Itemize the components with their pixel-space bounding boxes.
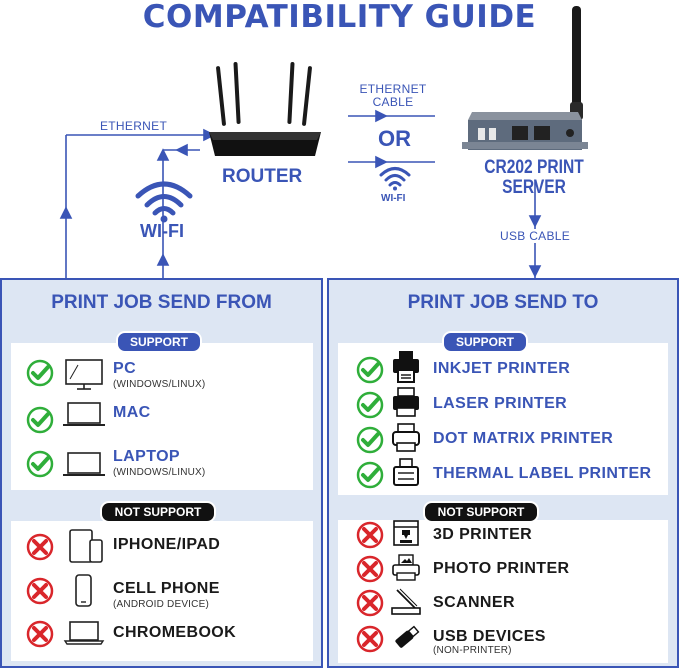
left-support-item-label: MAC <box>113 404 151 421</box>
right-support-item-label: INKJET PRINTER <box>433 360 571 377</box>
tablet-phone-icon <box>69 529 103 563</box>
right-not-support-item-label: USB DEVICES <box>433 628 546 645</box>
cross-icon <box>26 577 54 605</box>
right-not-support-box <box>338 520 668 663</box>
photo-printer-icon <box>392 554 420 581</box>
page-title: COMPATIBILITY GUIDE <box>142 0 537 35</box>
arrow-right <box>203 128 216 142</box>
cross-icon <box>356 625 384 653</box>
arrow-up <box>59 206 73 219</box>
dot-matrix-printer-icon <box>392 423 420 452</box>
ethernet-cable-label: ETHERNET CABLE <box>358 83 428 109</box>
right-not-support-item-label: PHOTO PRINTER <box>433 560 570 577</box>
check-icon <box>356 356 384 384</box>
check-icon <box>356 461 384 489</box>
right-support-badge: SUPPORT <box>442 331 528 353</box>
cross-icon <box>26 620 54 648</box>
wifi-label: WI-FI <box>140 221 184 241</box>
check-icon <box>356 426 384 454</box>
inkjet-printer-icon <box>393 351 419 383</box>
left-support-item-sub: (WINDOWS/LINUX) <box>113 379 206 390</box>
right-not-support-item-label: 3D PRINTER <box>433 526 533 543</box>
check-icon <box>26 359 54 387</box>
monitor-icon <box>65 359 103 390</box>
ethernet-cable-label-line1: ETHERNET <box>359 82 427 96</box>
left-support-item-sub: (WINDOWS/LINUX) <box>113 467 206 478</box>
right-support-item-label: THERMAL LABEL PRINTER <box>433 465 652 482</box>
arrow-up-wifi-lower <box>156 253 170 266</box>
left-support-item-label: LAPTOP <box>113 448 181 465</box>
left-support-badge: SUPPORT <box>116 331 202 353</box>
thermal-printer-icon <box>393 458 419 486</box>
cross-icon <box>356 521 384 549</box>
usb-drive-icon <box>395 625 420 648</box>
arrow-usb-lower <box>528 265 542 278</box>
arrow-up-wifi-upper <box>156 148 170 161</box>
right-panel: PRINT JOB SEND TO SUPPORT INKJET PRINTER… <box>327 278 679 668</box>
arrow-ethernet-cable <box>375 109 388 123</box>
cross-icon <box>356 589 384 617</box>
left-not-support-box <box>11 521 313 661</box>
cross-icon <box>26 533 54 561</box>
cross-icon <box>356 555 384 583</box>
wifi-small-label: WI-FI <box>381 193 406 204</box>
left-not-support-item-label: CHROMEBOOK <box>113 624 237 641</box>
cell-phone-icon <box>75 574 92 607</box>
left-not-support-item-sub: (ANDROID DEVICE) <box>113 599 209 610</box>
left-not-support-item-label: CELL PHONE <box>113 580 220 597</box>
wifi-small-icon <box>379 167 411 191</box>
right-not-support-item-sub: (NON-PRINTER) <box>433 645 512 656</box>
arrow-wifi-link <box>375 155 388 169</box>
left-panel-title: PRINT JOB SEND FROM <box>51 292 272 313</box>
or-label: OR <box>378 126 411 151</box>
right-panel-title: PRINT JOB SEND TO <box>407 292 599 313</box>
right-not-support-badge: NOT SUPPORT <box>423 501 539 523</box>
right-support-item-label: DOT MATRIX PRINTER <box>433 430 614 447</box>
scanner-icon <box>391 588 421 615</box>
router-icon <box>209 62 321 156</box>
macbook-icon <box>63 402 105 426</box>
right-support-item-label: LASER PRINTER <box>433 395 568 412</box>
print-server-icon <box>462 6 588 150</box>
right-not-support-item-label: SCANNER <box>433 594 515 611</box>
router-label: ROUTER <box>222 166 303 187</box>
check-icon <box>26 450 54 478</box>
left-panel: PRINT JOB SEND FROM SUPPORT PC (WINDOWS/… <box>0 278 323 668</box>
3d-printer-icon <box>393 520 419 546</box>
wifi-icon <box>135 181 193 223</box>
arrow-usb-upper <box>528 215 542 228</box>
print-server-label: CR202 PRINT SERVER <box>478 158 590 198</box>
left-support-item-label: PC <box>113 360 137 377</box>
laser-printer-icon <box>393 387 419 417</box>
print-server-label-line1: CR202 PRINT <box>484 157 584 178</box>
print-server-label-line2: SERVER <box>502 177 566 198</box>
left-not-support-item-label: IPHONE/IPAD <box>113 536 221 553</box>
ethernet-label: ETHERNET <box>100 119 168 133</box>
arrow-left-wifi <box>175 143 188 157</box>
usb-cable-label: USB CABLE <box>498 229 573 243</box>
check-icon <box>356 391 384 419</box>
left-support-box <box>11 343 313 490</box>
check-icon <box>26 406 54 434</box>
chromebook-icon <box>63 621 105 645</box>
left-not-support-badge: NOT SUPPORT <box>100 501 216 523</box>
ethernet-cable-label-line2: CABLE <box>372 95 414 109</box>
laptop-icon <box>63 452 105 476</box>
